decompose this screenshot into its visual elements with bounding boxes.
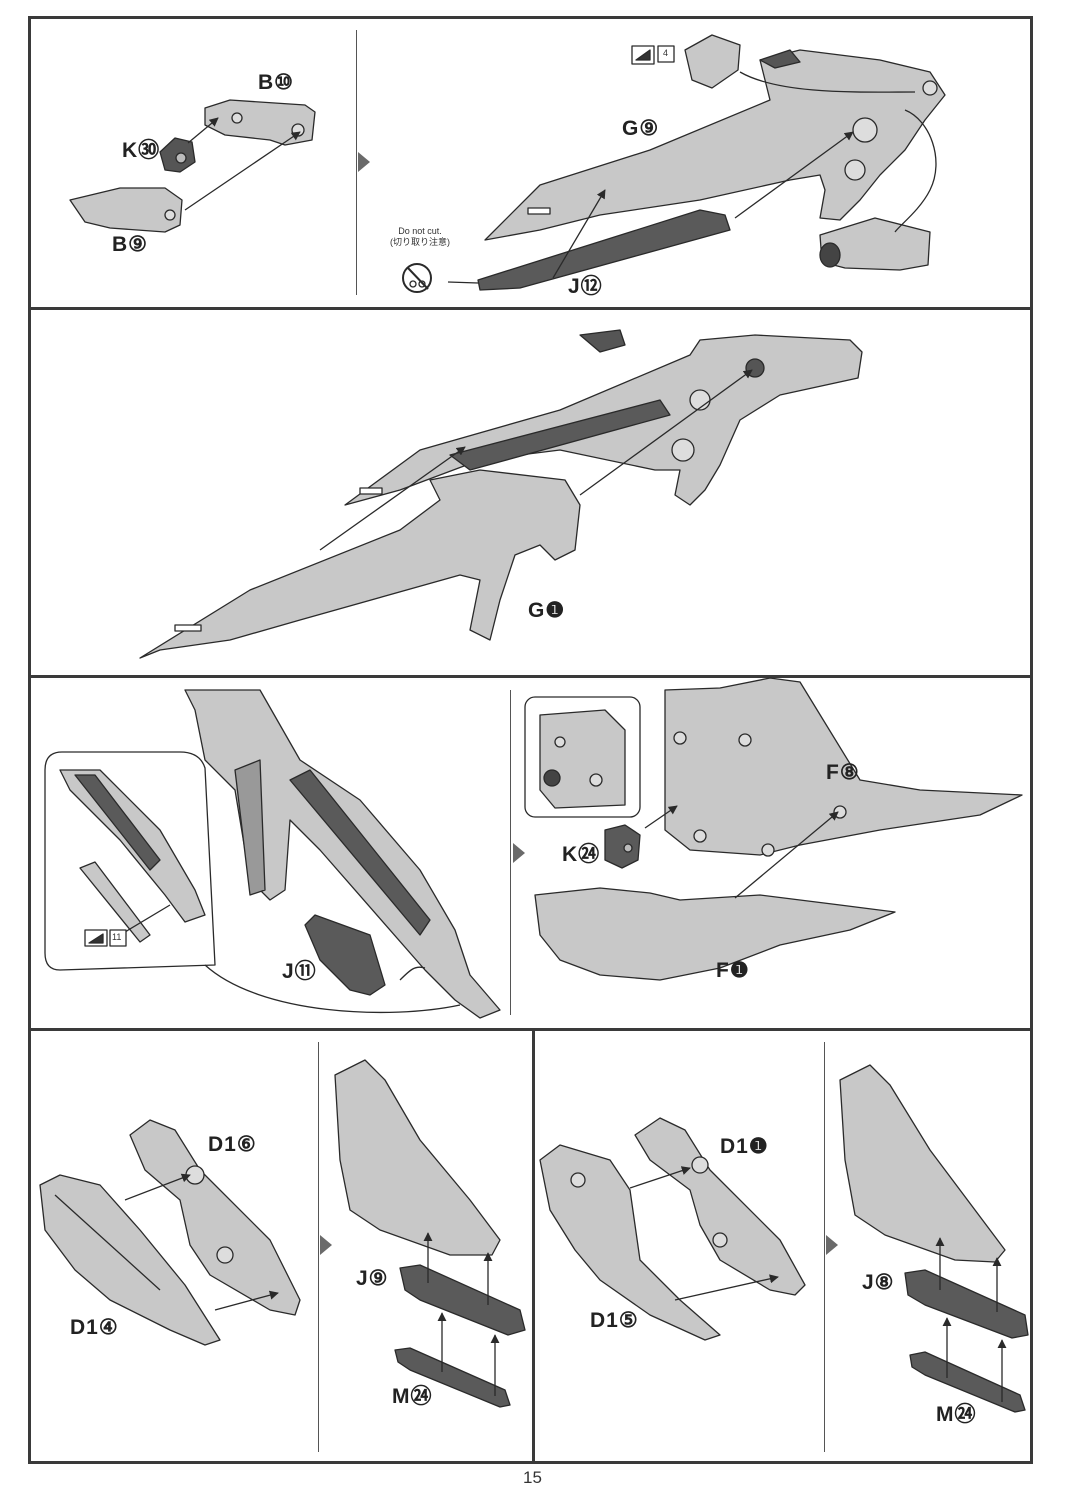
part-j9 [399,1264,526,1336]
do-not-cut-jp: (切り取り注意) [390,237,450,247]
no-scissors-icon [402,263,432,293]
label-m24-right: M㉔ [936,1403,977,1426]
arrow-right-icon [320,1235,332,1255]
part-f1 [534,887,896,981]
row-divider-3 [28,1028,1033,1031]
label-f8: F⑧ [826,761,860,784]
label-d16: D1⑥ [208,1133,257,1156]
part-d14 [39,1174,221,1346]
label-b9: B⑨ [112,233,148,256]
label-g1: G❶ [528,599,566,622]
part-k30 [159,137,196,173]
row-divider-2 [28,675,1033,678]
label-d11: D1❶ [720,1135,769,1158]
step-divider-1 [356,30,357,295]
part-j11 [304,914,386,996]
arrow-right-icon [513,843,525,863]
arrow-right-icon [358,152,370,172]
part-b9 [69,187,183,233]
label-m24-left: M㉔ [392,1385,433,1408]
step-divider-4 [824,1042,825,1452]
label-j9: J⑨ [356,1267,389,1290]
do-not-cut-notice: Do not cut. (切り取り注意) [380,226,460,248]
label-j8: J⑧ [862,1271,895,1294]
part-wing-tip [184,689,501,1019]
label-g9: G⑨ [622,117,660,140]
part-k24 [604,824,641,869]
part-m24-left [394,1347,511,1408]
manual-frame [28,16,1033,1464]
label-b10: B⑩ [258,71,294,94]
label-k24: K㉔ [562,843,601,866]
part-g9-assembled [344,329,863,506]
page-number: 15 [523,1468,542,1487]
label-d15: D1⑤ [590,1309,639,1332]
part-d16 [129,1119,301,1316]
part-m24-right [909,1351,1026,1413]
label-k30: K㉚ [122,139,161,162]
sticker-ref-4: 4 [663,48,669,58]
part-d16-assembled [334,1059,501,1256]
detail-callout [44,751,216,971]
part-j12 [477,209,731,291]
label-j11: J⑪ [282,960,317,983]
col-divider-bottom [532,1028,535,1464]
part-g9-bracket [819,217,931,271]
detail-inset [524,696,641,818]
step-divider-2 [510,690,511,1015]
part-j8 [904,1269,1029,1339]
row-divider-1 [28,307,1033,310]
label-f1: F❶ [716,959,750,982]
part-b10 [204,99,316,146]
do-not-cut-en: Do not cut. [398,226,442,236]
part-g9-small-top [684,34,741,89]
sticker-ref-11: 11 [112,932,122,942]
label-d14: D1④ [70,1316,119,1339]
part-d15 [539,1144,721,1341]
part-d11-assembled [839,1064,1006,1263]
part-g1 [139,469,581,659]
arrow-right-icon [826,1235,838,1255]
part-d11 [634,1117,806,1296]
step-divider-3 [318,1042,319,1452]
label-j12: J⑫ [568,275,603,298]
part-f8 [664,677,1023,857]
